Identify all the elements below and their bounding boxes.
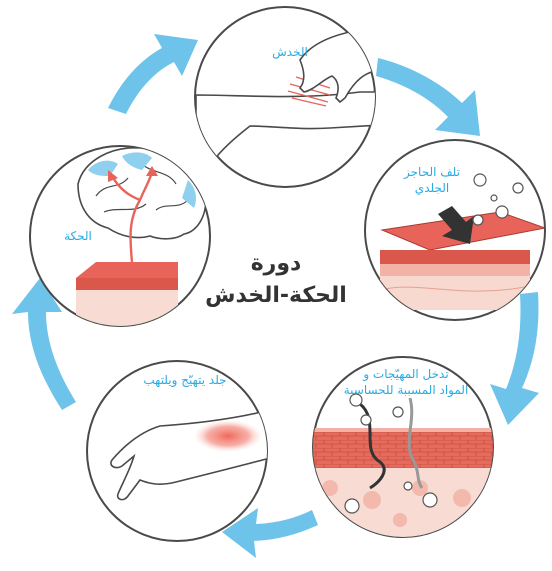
label-barrier-line2: الجلدي — [392, 180, 472, 196]
label-barrier-line1: تلف الحاجز — [392, 164, 472, 180]
label-irritant-line1: تدخل المهيّجات و — [326, 366, 486, 382]
arrow-itch-to-scratch — [108, 34, 198, 114]
inflamed-patch — [194, 420, 262, 452]
skin-block-front — [380, 250, 530, 264]
arrow-scratch-to-barrier — [376, 58, 480, 136]
label-itch: الحكة — [48, 228, 108, 244]
stage-inflamed-panel — [87, 361, 270, 541]
label-scratching: الخدش — [245, 44, 335, 60]
arrow-barrier-to-irritant — [490, 292, 539, 425]
label-barrier-damage: تلف الحاجز الجلدي — [392, 164, 472, 196]
skin-brick-layer — [300, 430, 510, 468]
label-irritant-entry: تدخل المهيّجات و المواد المسببة للحساسية — [326, 366, 486, 398]
stage-scratching-panel — [195, 7, 380, 187]
center-title-line1: دورة — [196, 248, 356, 280]
label-inflamed-skin: جلد يتهيّج ويلتهب — [110, 372, 260, 388]
label-irritant-line2: المواد المسببة للحساسية — [326, 382, 486, 398]
center-title: دورة الحكة-الخدش — [196, 248, 356, 312]
dermis-layer — [300, 468, 510, 548]
center-title-line2: الحكة-الخدش — [196, 280, 356, 312]
